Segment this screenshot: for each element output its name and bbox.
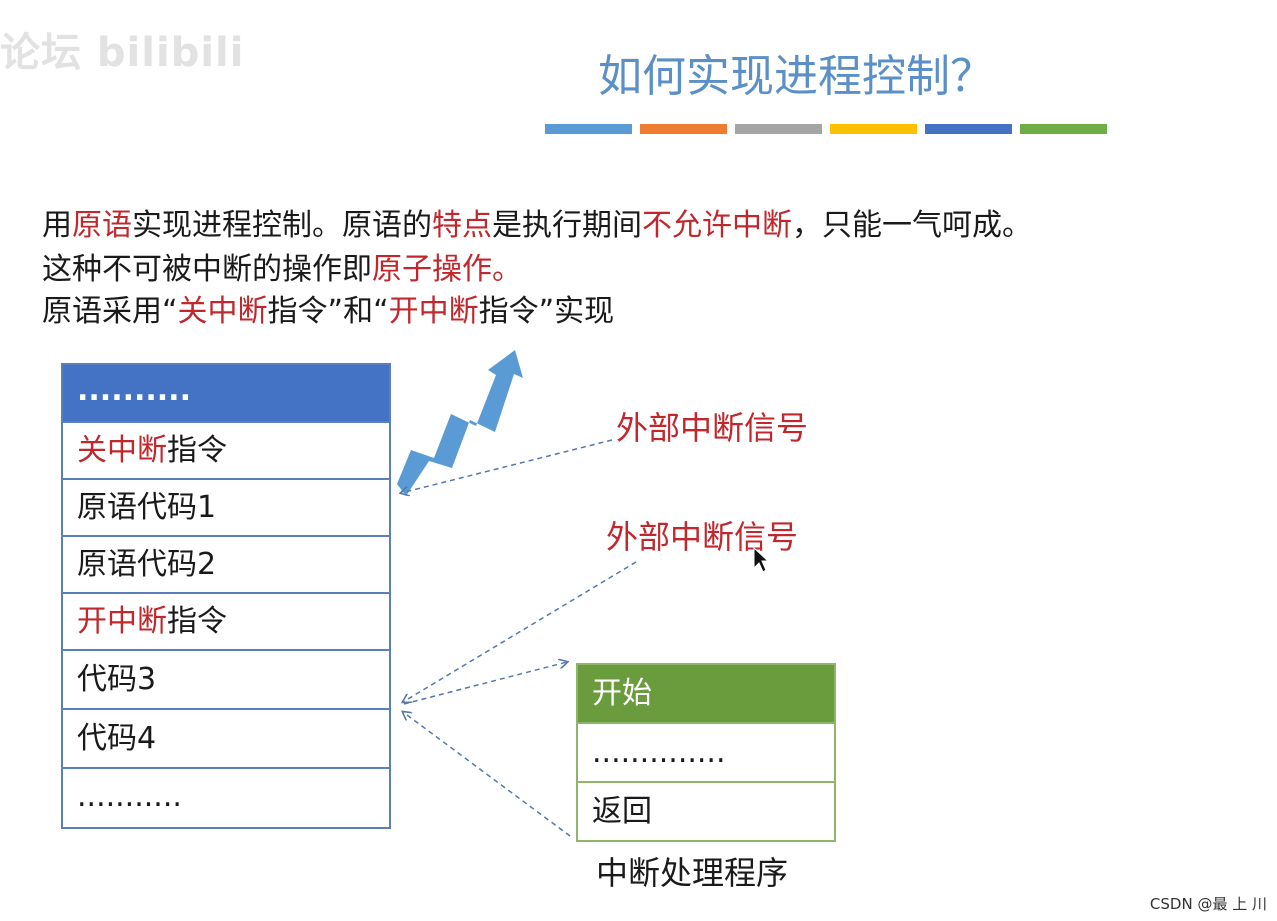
row-text: 代码4 — [77, 721, 157, 756]
row-red-text: 关中断 — [77, 433, 167, 468]
handler-start: 开始 — [578, 665, 834, 722]
row-text: 代码3 — [77, 662, 157, 697]
title-color-bar — [545, 124, 1107, 134]
text-segment: 是执行期间 — [492, 208, 642, 243]
color-bar-segment-5 — [925, 124, 1012, 134]
color-bar-segment-3 — [735, 124, 822, 134]
row-text: 原语代码2 — [77, 547, 217, 582]
stack-row-primitive-code-2: 原语代码2 — [63, 535, 389, 592]
highlight-feature: 特点 — [432, 208, 492, 243]
signal-arrow-1 — [401, 439, 613, 493]
stack-row-disable-interrupt: 关中断指令 — [63, 421, 389, 478]
csdn-footer: CSDN @最 上 川 — [1149, 895, 1267, 913]
stack-header: .......... — [63, 365, 389, 421]
paragraph-line-3: 原语采用“关中断指令”和“开中断指令”实现 — [42, 290, 614, 334]
call-handler-arrow — [403, 662, 567, 705]
color-bar-segment-1 — [545, 124, 632, 134]
text-segment: 原语采用“ — [42, 294, 178, 329]
row-text: 指令 — [167, 604, 227, 639]
text-segment: 指令”实现 — [478, 294, 615, 329]
slide-title: 如何实现进程控制？ — [598, 51, 994, 102]
handler-caption: 中断处理程序 — [596, 854, 789, 892]
row-text: 指令 — [167, 433, 227, 468]
row-red-text: 开中断 — [77, 604, 167, 639]
mouse-cursor-icon — [753, 546, 770, 573]
text-segment: 用 — [42, 208, 72, 243]
text-segment: 指令”和“ — [267, 294, 389, 329]
stack-row-ellipsis: ........... — [63, 767, 389, 827]
paragraph-line-1: 用原语实现进程控制。原语的特点是执行期间不允许中断，只能一气呵成。 — [42, 204, 1032, 248]
interrupt-handler-box: 开始 .............. 返回 — [576, 663, 836, 842]
stack-row-code-4: 代码4 — [63, 708, 389, 767]
color-bar-segment-4 — [830, 124, 917, 134]
handler-ellipsis: .............. — [578, 722, 834, 781]
highlight-enable-interrupt: 开中断 — [388, 294, 479, 329]
signal-arrow-2 — [403, 561, 637, 702]
stack-row-code-3: 代码3 — [63, 649, 389, 708]
text-segment: 实现进程控制。原语的 — [132, 208, 432, 243]
text-segment: 这种不可被中断的操作即 — [42, 252, 372, 287]
text-segment: ，只能一气呵成。 — [792, 208, 1032, 243]
color-bar-segment-2 — [640, 124, 727, 134]
row-text: 原语代码1 — [77, 490, 217, 525]
handler-return: 返回 — [578, 781, 834, 840]
stack-row-enable-interrupt: 开中断指令 — [63, 592, 389, 649]
external-interrupt-signal-1: 外部中断信号 — [616, 409, 809, 447]
row-text: ........... — [77, 779, 182, 814]
return-arrow — [403, 712, 571, 837]
highlight-no-interrupt: 不允许中断 — [642, 208, 792, 243]
paragraph-line-2: 这种不可被中断的操作即原子操作。 — [42, 248, 522, 292]
bilibili-watermark: 论坛 bilibili — [0, 30, 245, 76]
lightning-bolt-icon — [397, 350, 523, 496]
stack-row-primitive-code-1: 原语代码1 — [63, 478, 389, 535]
highlight-atomic-op: 原子操作。 — [372, 252, 522, 287]
highlight-disable-interrupt: 关中断 — [177, 294, 268, 329]
instruction-stack: .......... 关中断指令 原语代码1 原语代码2 开中断指令 代码3 代… — [61, 363, 391, 829]
external-interrupt-signal-2: 外部中断信号 — [606, 518, 799, 556]
color-bar-segment-6 — [1020, 124, 1107, 134]
highlight-primitive: 原语 — [72, 208, 132, 243]
